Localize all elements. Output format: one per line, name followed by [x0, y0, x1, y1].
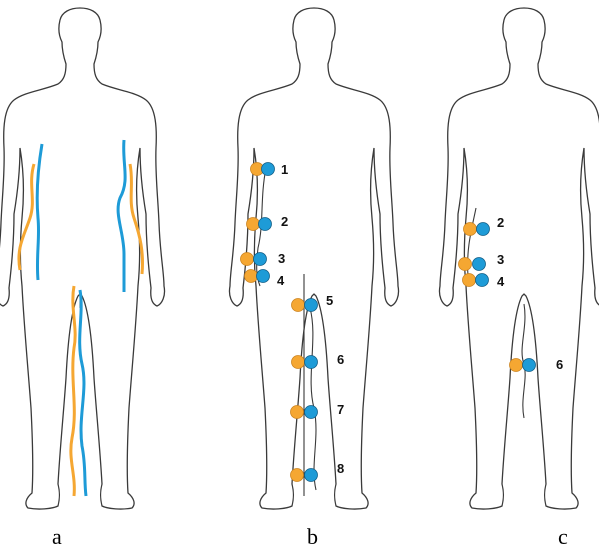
blue-dot [254, 253, 267, 266]
site-label: 6 [556, 357, 563, 372]
orange-dot [510, 359, 523, 372]
orange-dot [241, 253, 254, 266]
blue-dot [523, 359, 536, 372]
panel-label-a: a [52, 524, 62, 550]
panel-label-b: b [307, 524, 318, 550]
site-label: 3 [497, 252, 504, 267]
site-marker-b-6: 6 [292, 352, 345, 369]
blue-dot [259, 218, 272, 231]
blue-dot [305, 356, 318, 369]
site-marker-c-3: 3 [459, 252, 505, 271]
vein-blue-right-arm [118, 140, 125, 292]
blue-dot [305, 406, 318, 419]
site-label: 3 [278, 251, 285, 266]
panel-label-c: c [558, 524, 568, 550]
site-label: 2 [497, 215, 504, 230]
orange-dot [247, 218, 260, 231]
orange-dot [292, 299, 305, 312]
site-label: 5 [326, 293, 333, 308]
blue-dot [473, 258, 486, 271]
blue-dot [305, 299, 318, 312]
blue-dot [257, 270, 270, 283]
site-label: 2 [281, 214, 288, 229]
orange-dot [291, 469, 304, 482]
site-marker-b-3: 3 [241, 251, 286, 266]
panel-a [0, 8, 165, 509]
orange-dot [459, 258, 472, 271]
blue-dot [305, 469, 318, 482]
site-group-c: 2 3 4 6 [459, 215, 564, 372]
blue-dot [477, 223, 490, 236]
site-label: 7 [337, 402, 344, 417]
orange-dot [292, 356, 305, 369]
orange-dot [245, 270, 258, 283]
vein-blue-left-arm [37, 144, 42, 280]
site-marker-b-4: 4 [245, 270, 286, 289]
blue-dot [262, 163, 275, 176]
site-marker-b-2: 2 [247, 214, 289, 231]
site-marker-c-2: 2 [464, 215, 505, 236]
site-label: 4 [497, 274, 505, 289]
site-label: 8 [337, 461, 344, 476]
site-label: 4 [277, 273, 285, 288]
site-label: 1 [281, 162, 288, 177]
orange-dot [291, 406, 304, 419]
blue-dot [476, 274, 489, 287]
vein-orange-left-arm [19, 164, 34, 270]
site-label: 6 [337, 352, 344, 367]
orange-dot [463, 274, 476, 287]
site-marker-b-1: 1 [251, 162, 289, 177]
orange-dot [464, 223, 477, 236]
vein-blue-leg [80, 290, 86, 496]
site-marker-c-4: 4 [463, 274, 506, 290]
